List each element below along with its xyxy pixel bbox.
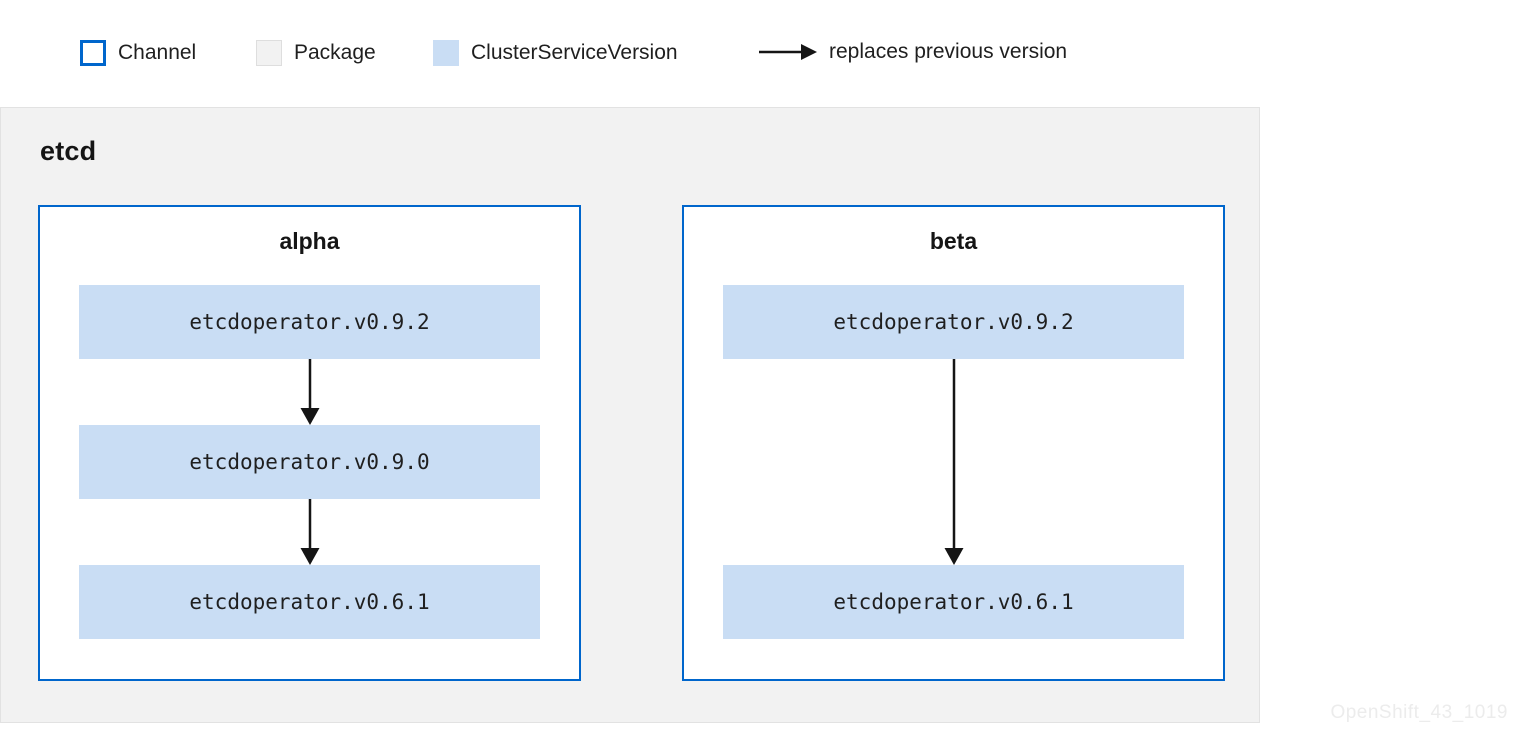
legend: Channel Package ClusterServiceVersion re… (0, 0, 1520, 90)
legend-item-channel: Channel (80, 40, 196, 66)
channel-box-alpha: alpha etcdoperator.v0.9.2 etcdoperator.v… (38, 205, 581, 681)
csv-swatch-icon (433, 40, 459, 66)
channel-title-alpha: alpha (279, 228, 340, 254)
csv-label: etcdoperator.v0.9.2 (833, 310, 1074, 334)
replaces-arrow-icon (300, 359, 319, 425)
csv-label: etcdoperator.v0.9.0 (189, 450, 430, 474)
legend-label-package: Package (294, 41, 376, 64)
replaces-arrow-icon (300, 499, 319, 565)
csv-node: etcdoperator.v0.9.2 (79, 285, 540, 359)
watermark: OpenShift_43_1019 (1330, 702, 1508, 723)
right-arrow-icon (759, 44, 817, 60)
channel-swatch-icon (80, 40, 106, 66)
channel-title-beta: beta (929, 228, 978, 254)
package-title: etcd (40, 136, 97, 166)
csv-node: etcdoperator.v0.6.1 (723, 565, 1184, 639)
legend-label-channel: Channel (118, 41, 197, 64)
package-swatch-icon (256, 40, 282, 66)
package-box-etcd: etcd alpha etcdoperator.v0.9.2 etcdopera… (0, 107, 1260, 723)
legend-item-package: Package (256, 40, 376, 66)
csv-label: etcdoperator.v0.6.1 (833, 590, 1074, 614)
channel-box-beta: beta etcdoperator.v0.9.2 etcdoperator.v0… (682, 205, 1225, 681)
csv-label: etcdoperator.v0.9.2 (189, 310, 430, 334)
legend-item-replaces: replaces previous version (759, 40, 1067, 64)
csv-node: etcdoperator.v0.9.2 (723, 285, 1184, 359)
csv-node: etcdoperator.v0.6.1 (79, 565, 540, 639)
csv-node: etcdoperator.v0.9.0 (79, 425, 540, 499)
csv-label: etcdoperator.v0.6.1 (189, 590, 430, 614)
replaces-arrow-icon (944, 359, 963, 565)
legend-item-csv: ClusterServiceVersion (433, 40, 678, 66)
legend-label-replaces: replaces previous version (829, 40, 1068, 63)
legend-label-csv: ClusterServiceVersion (471, 41, 678, 64)
